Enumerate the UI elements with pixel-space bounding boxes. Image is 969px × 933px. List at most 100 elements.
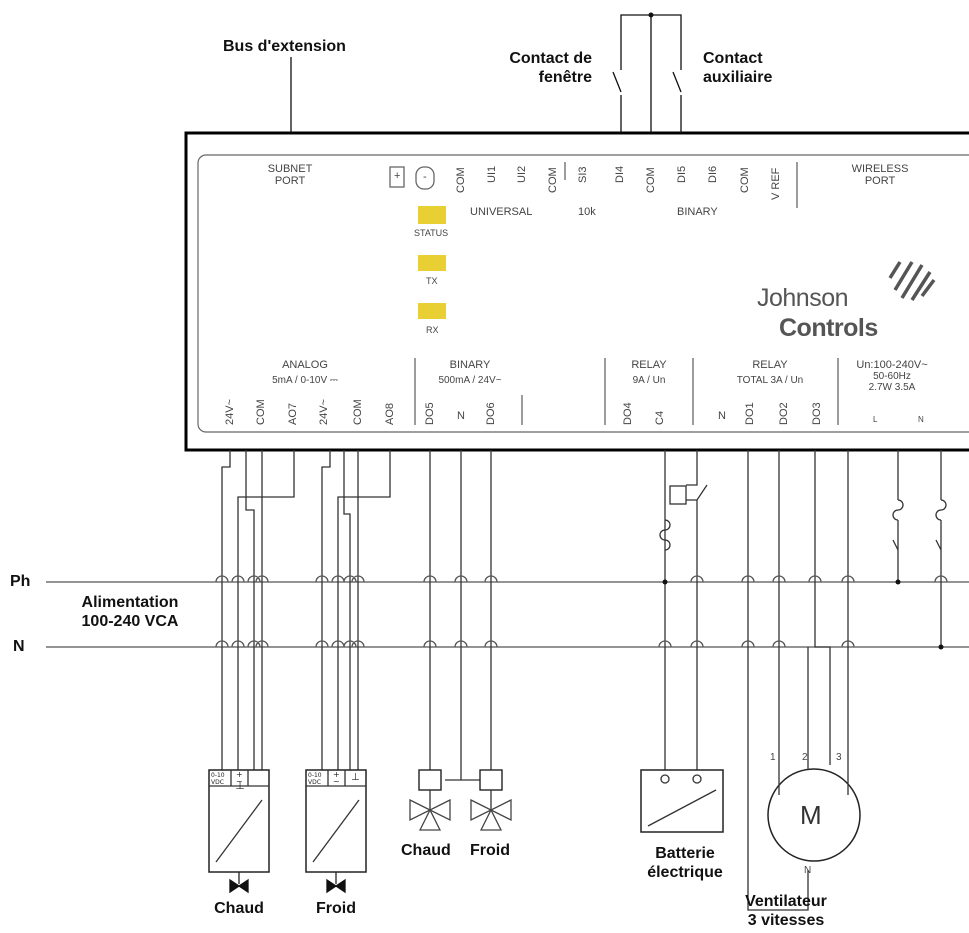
top-terminal-di6: DI6 [707, 165, 719, 183]
bottom-terminal-c4: C4 [654, 410, 666, 425]
power-supply-line2: 100-240 VCA [81, 613, 179, 630]
heat-valve-label: Chaud [401, 842, 451, 859]
bottom-terminal-n-2: N [718, 410, 726, 422]
aux-contact-line1: Contact [703, 50, 763, 67]
top-terminal-di5: DI5 [676, 165, 688, 183]
tenk-label: 10k [578, 206, 596, 218]
top-terminal-si3: SI3 [577, 166, 589, 183]
battery-label: Batterie électrique [630, 844, 740, 882]
power-terminal-l: L [873, 415, 878, 424]
controller-panel [197, 154, 969, 433]
battery-line1: Batterie [655, 845, 715, 862]
relay1-spec: 9A / Un [632, 375, 666, 386]
cool-ground-symbol: ⊥ [351, 772, 360, 783]
cool-vdc-line1: 0-10 [308, 772, 322, 779]
plus-terminal: + [394, 170, 401, 182]
subnet-port-label: SUBNET PORT [250, 163, 330, 187]
fan-motor [767, 768, 861, 862]
cool-valve-label: Froid [470, 842, 510, 859]
window-contact-line2: fenêtre [538, 69, 592, 86]
tx-led [418, 255, 446, 271]
fan-line2: 3 vitesses [747, 912, 825, 929]
bottom-terminal-do6: DO6 [485, 402, 497, 425]
brand-johnson: Johnson [757, 284, 849, 312]
rx-led [418, 303, 446, 319]
bottom-terminal-24v-1: 24V~ [224, 399, 236, 425]
window-contact-label: Contact de fenêtre [492, 49, 592, 87]
power-spec-rating: 2.7W 3.5A [868, 382, 916, 393]
top-terminal-com-4: COM [739, 167, 751, 193]
bottom-terminal-com-2: COM [352, 399, 364, 425]
top-terminal-ui2: UI2 [516, 165, 528, 183]
motor-symbol: M [800, 800, 822, 830]
rx-led-label: RX [426, 325, 439, 335]
top-terminal-com-3: COM [645, 167, 657, 193]
top-terminal-com-2: COM [547, 167, 559, 193]
bottom-terminal-com-1: COM [255, 399, 267, 425]
brand-controls: Controls [779, 314, 878, 342]
cool-actuator-label: Froid [316, 900, 356, 917]
subnet-port-line1: SUBNET [267, 163, 313, 175]
relay2-label: RELAY [752, 359, 788, 371]
heat-ac: ~ [236, 777, 243, 786]
minus-terminal: - [423, 171, 427, 183]
universal-label: UNIVERSAL [470, 206, 533, 218]
aux-contact-label: Contact auxiliaire [703, 49, 772, 87]
bottom-terminal-do3: DO3 [811, 402, 823, 425]
power-spec-voltage: Un:100-240V~ [856, 359, 928, 371]
binary-inputs-label: BINARY [677, 206, 718, 218]
fan-line1: Ventilateur [745, 893, 827, 910]
bottom-terminal-do1: DO1 [744, 402, 756, 425]
subnet-port-line2: PORT [274, 175, 306, 187]
motor-terminal-1: 1 [770, 752, 776, 763]
bottom-terminal-do5: DO5 [424, 402, 436, 425]
electric-battery-box [640, 769, 724, 833]
bottom-terminal-ao8: AO8 [384, 402, 396, 425]
heat-actuator-label: Chaud [214, 900, 264, 917]
power-supply-line1: Alimentation [81, 594, 179, 611]
motor-terminal-2: 2 [802, 752, 808, 763]
bottom-terminal-ao7: AO7 [287, 402, 299, 425]
fan-label: Ventilateur 3 vitesses [726, 892, 846, 930]
power-supply-label: Alimentation 100-240 VCA [60, 593, 200, 631]
aux-contact-line2: auxiliaire [703, 69, 773, 86]
motor-terminal-3: 3 [836, 752, 842, 763]
heat-actuator-supply-label: + ~ [236, 770, 243, 786]
bottom-terminal-24v-2: 24V~ [318, 399, 330, 425]
wireless-port-line1: WIRELESS [851, 163, 909, 175]
binary-outputs-label: BINARY [449, 359, 491, 371]
top-terminal-com-1: COM [455, 167, 467, 193]
analog-spec: 5mA / 0-10V ⎓ [272, 375, 338, 386]
battery-line2: électrique [647, 864, 723, 881]
status-led [418, 206, 446, 224]
motor-neutral-terminal: N [804, 865, 812, 876]
cool-vdc-line2: VDC [308, 779, 321, 786]
top-terminal-ui1: UI1 [486, 165, 498, 183]
heat-plus: + [236, 770, 243, 779]
top-terminal-di4: DI4 [614, 165, 626, 183]
power-terminal-n: N [918, 415, 924, 424]
cool-plus: + [333, 770, 340, 779]
heat-actuator-vdc-label: 0-10 VDC [211, 772, 225, 786]
cool-actuator-supply-label: + ~ [333, 770, 340, 786]
johnson-controls-logo [888, 261, 936, 301]
status-led-label: STATUS [414, 228, 449, 238]
binary-outputs-spec: 500mA / 24V~ [438, 375, 502, 386]
bottom-terminal-do2: DO2 [778, 402, 790, 425]
heat-vdc-line1: 0-10 [211, 772, 225, 779]
relay2-spec: TOTAL 3A / Un [736, 375, 804, 386]
window-contact-line1: Contact de [509, 50, 592, 67]
power-spec-frequency: 50-60Hz [873, 371, 911, 382]
wireless-port-line2: PORT [864, 175, 896, 187]
bus-label: Bus d'extension [223, 38, 346, 55]
svg-text:⊥: ⊥ [235, 779, 245, 792]
relay1-label: RELAY [631, 359, 667, 371]
ph-rail-label: Ph [10, 573, 31, 590]
cool-ac: ~ [333, 777, 340, 786]
n-rail-label: N [13, 638, 25, 655]
analog-label: ANALOG [282, 359, 328, 371]
tx-led-label: TX [426, 276, 438, 286]
power-spec: Un:100-240V~ 50-60Hz 2.7W 3.5A [842, 359, 942, 393]
wireless-port-label: WIRELESS PORT [830, 163, 930, 187]
